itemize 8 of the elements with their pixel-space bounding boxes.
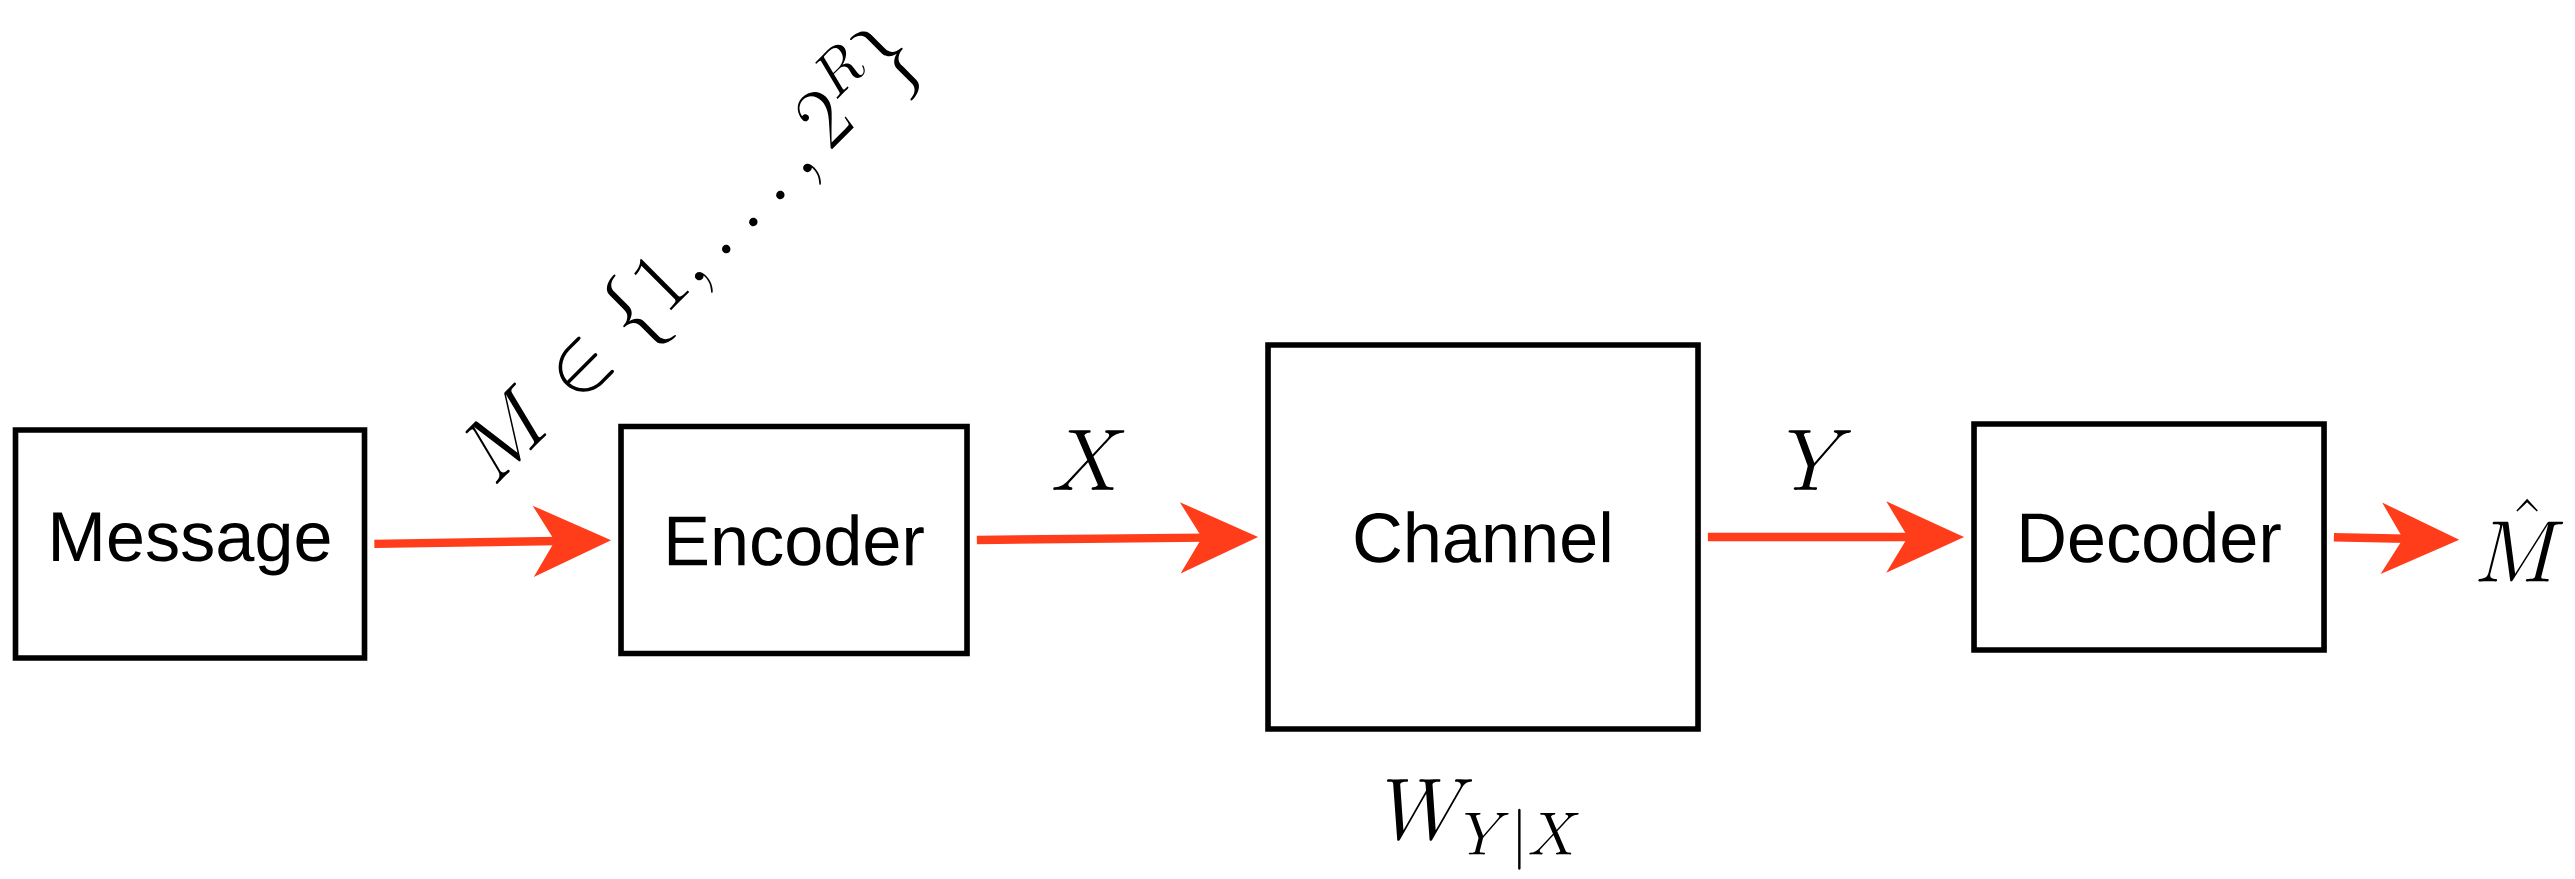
process-box: Channel xyxy=(1265,342,1701,732)
edge-label: $Y$ xyxy=(1788,430,1851,490)
process-box: Decoder xyxy=(1971,421,2327,653)
process-box: Message xyxy=(12,427,368,661)
output-symbol: $\hat{M}$ xyxy=(2478,498,2564,582)
edge-label: $X$ xyxy=(1053,430,1125,490)
process-box: Encoder xyxy=(618,423,970,657)
channel-caption: $W_{Y|X}$ xyxy=(1387,779,1579,870)
